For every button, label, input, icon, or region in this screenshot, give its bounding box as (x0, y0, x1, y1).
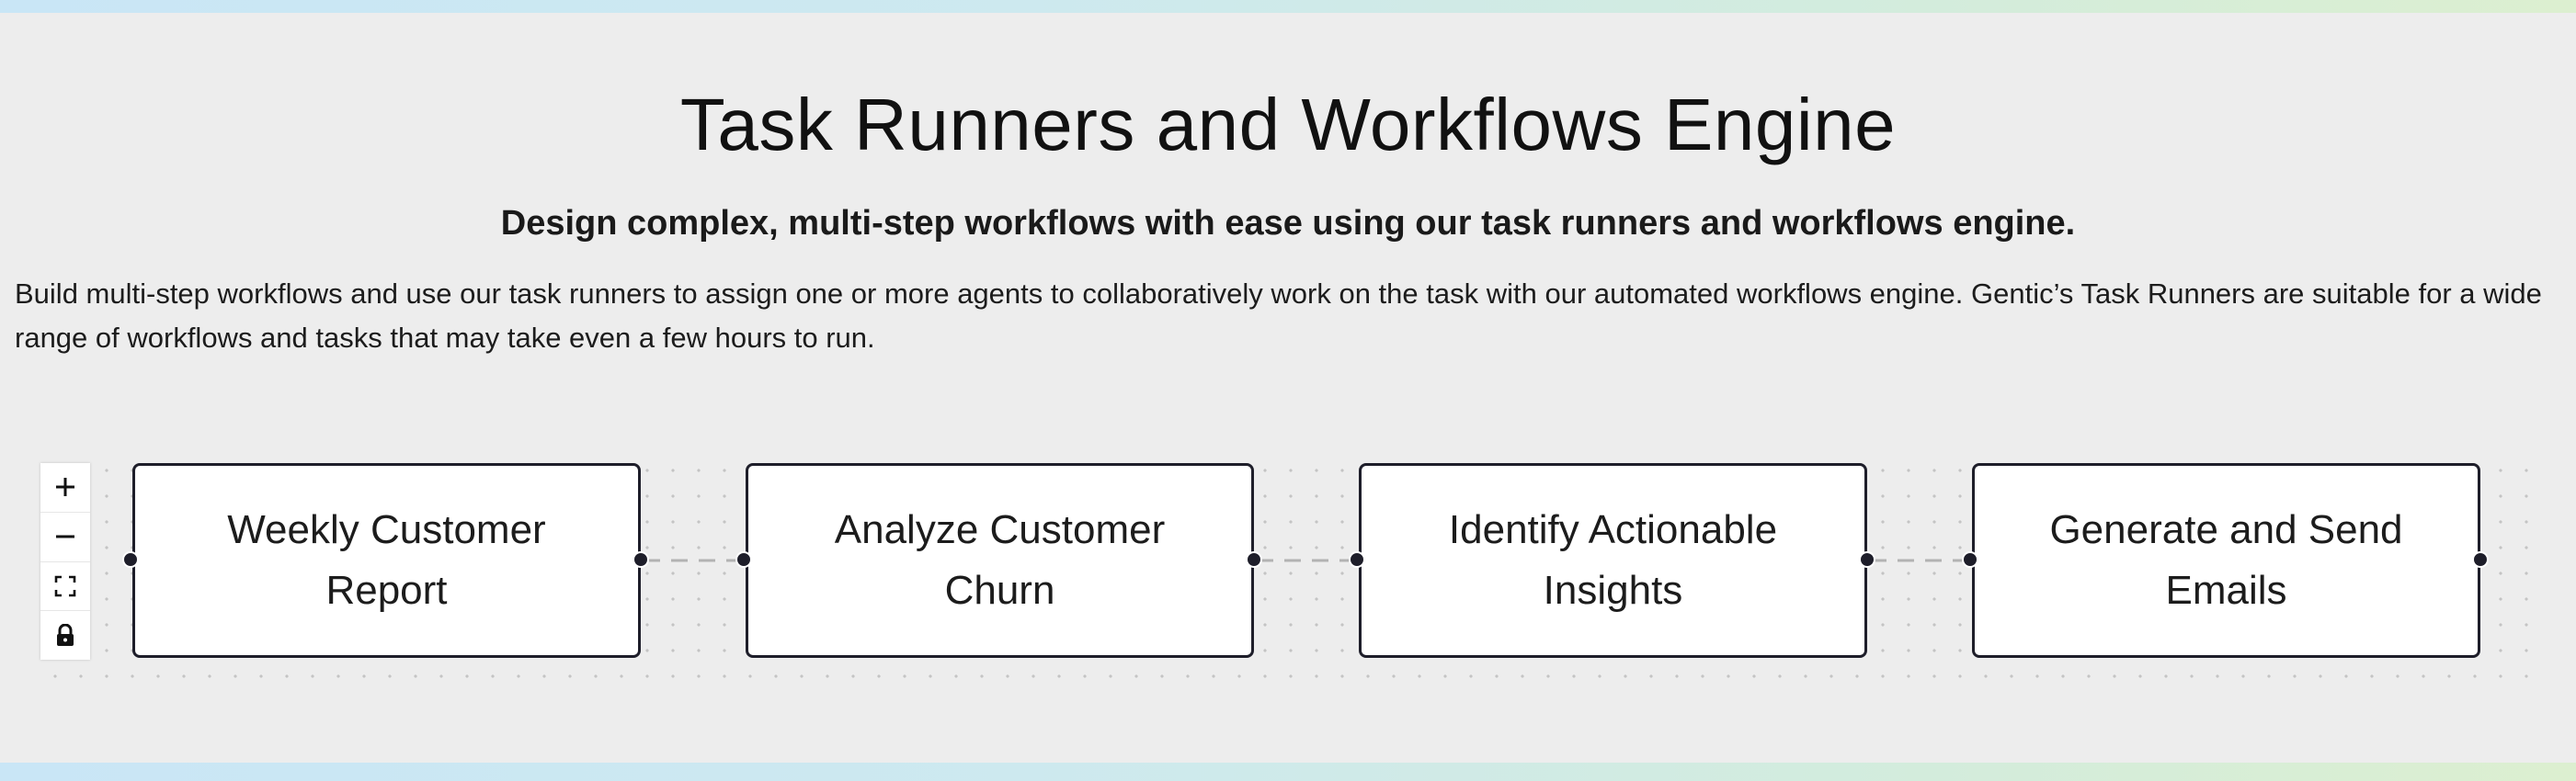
lock-icon (57, 623, 74, 646)
workflow-node-1[interactable]: Weekly Customer Report (132, 463, 641, 658)
node-label: Weekly Customer Report (227, 507, 546, 613)
node-label: Identify Actionable Insights (1448, 507, 1778, 613)
workflow-node-4[interactable]: Generate and Send Emails (1972, 463, 2480, 658)
minus-icon (56, 535, 74, 538)
workflow-node-3[interactable]: Identify Actionable Insights (1359, 463, 1867, 658)
node-4-input-handle[interactable] (1962, 551, 1978, 568)
page-description: Build multi-step workflows and use our t… (15, 277, 2542, 354)
zoom-out-button[interactable] (40, 513, 90, 562)
node-label: Generate and Send Emails (2049, 507, 2403, 613)
fit-view-button[interactable] (40, 562, 90, 612)
lock-button[interactable] (40, 611, 90, 660)
node-1-output-handle[interactable] (633, 551, 649, 568)
workflow-node-2[interactable]: Analyze Customer Churn (746, 463, 1254, 658)
node-2-output-handle[interactable] (1246, 551, 1262, 568)
fit-view-icon (54, 575, 76, 597)
node-3-output-handle[interactable] (1859, 551, 1875, 568)
page-subtitle: Design complex, multi-step workflows wit… (500, 204, 2076, 243)
plus-icon (56, 478, 74, 497)
node-2-input-handle[interactable] (735, 551, 752, 568)
node-1-input-handle[interactable] (122, 551, 139, 568)
top-gradient-stripe (0, 0, 2576, 13)
flow-controls (40, 463, 90, 660)
node-label: Analyze Customer Churn (834, 507, 1166, 613)
zoom-in-button[interactable] (40, 463, 90, 513)
bottom-gradient-stripe (0, 763, 2576, 781)
node-4-output-handle[interactable] (2472, 551, 2489, 568)
page-title: Task Runners and Workflows Engine (679, 84, 1897, 165)
node-3-input-handle[interactable] (1349, 551, 1365, 568)
